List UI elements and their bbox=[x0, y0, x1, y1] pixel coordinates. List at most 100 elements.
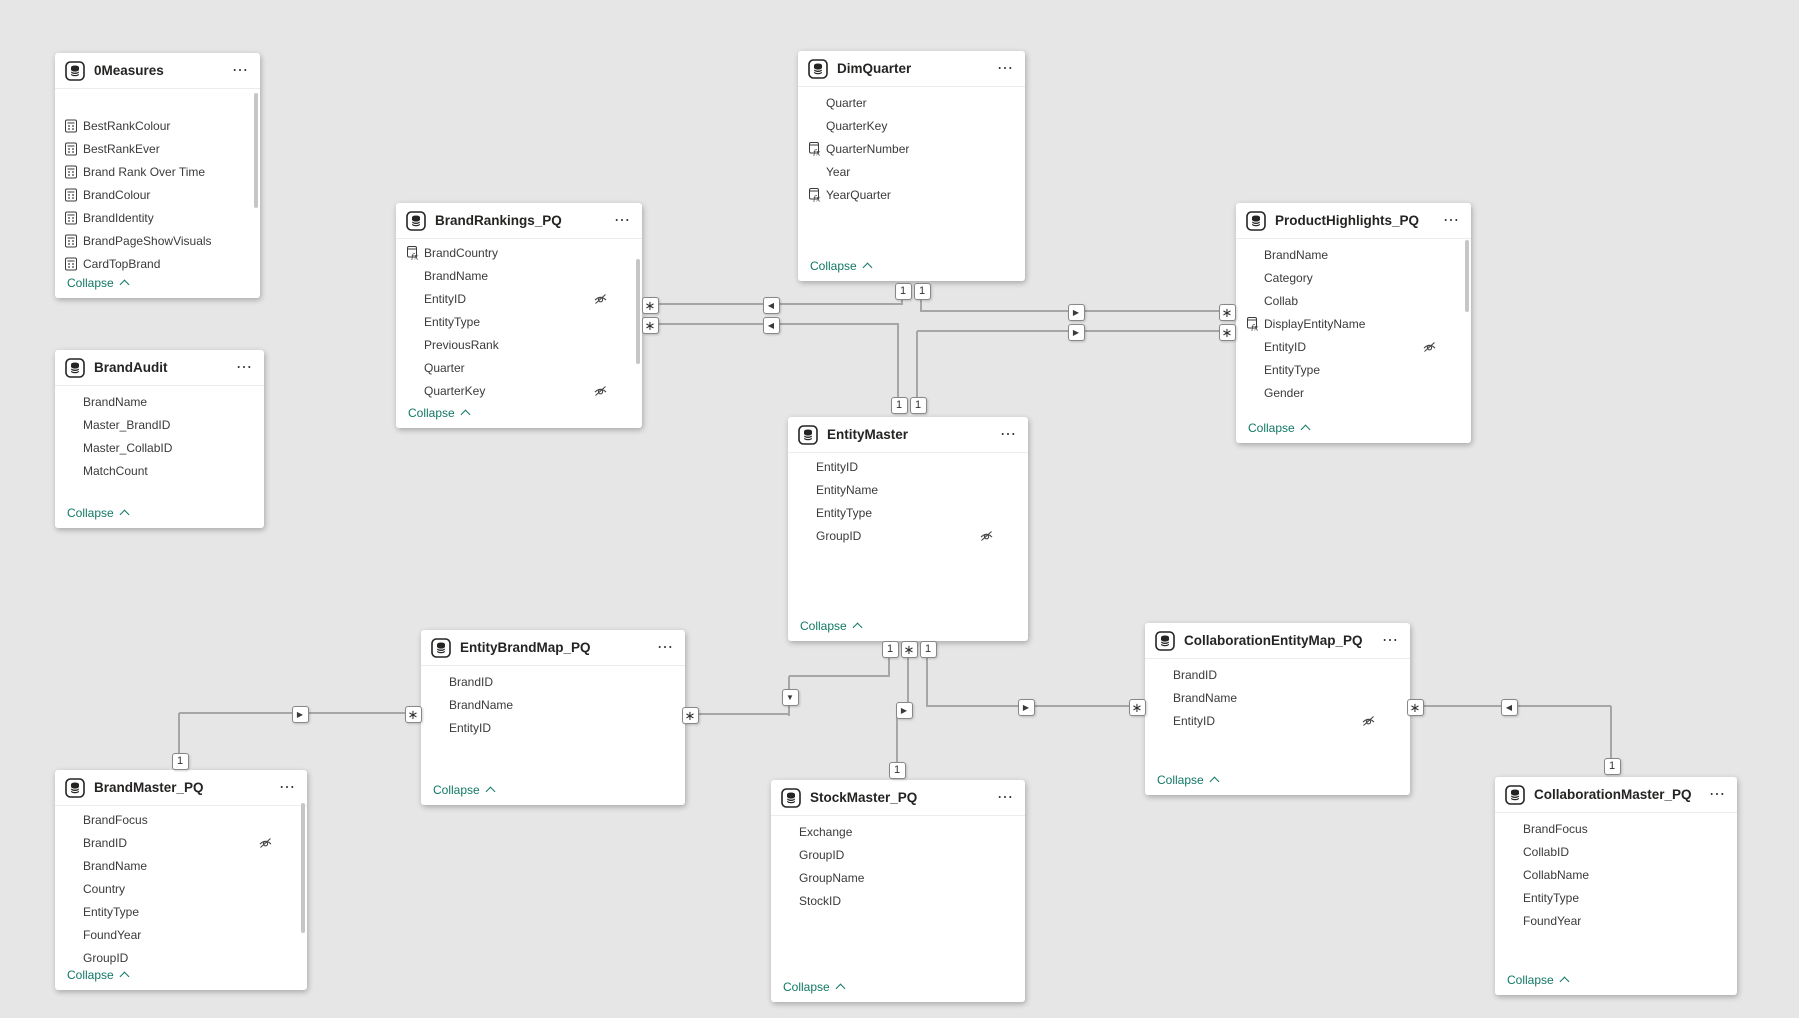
collapse-link[interactable]: Collapse bbox=[67, 276, 130, 290]
more-options-button[interactable]: ⋯ bbox=[279, 778, 295, 796]
relationship-line[interactable] bbox=[920, 298, 922, 312]
field-row[interactable]: BrandName bbox=[1236, 243, 1471, 266]
field-row[interactable]: CardTopBrand bbox=[55, 252, 260, 275]
field-row[interactable]: EntityType bbox=[1236, 358, 1471, 381]
collapse-link[interactable]: Collapse bbox=[810, 259, 873, 273]
field-row[interactable]: BestRankColour bbox=[55, 114, 260, 137]
field-row[interactable]: BestRankEver bbox=[55, 137, 260, 160]
scrollbar[interactable] bbox=[1465, 240, 1469, 312]
more-options-button[interactable]: ⋯ bbox=[1000, 425, 1016, 443]
more-options-button[interactable]: ⋯ bbox=[1443, 211, 1459, 229]
table-card-header[interactable]: BrandRankings_PQ⋯ bbox=[396, 203, 642, 239]
relationship-line[interactable] bbox=[789, 675, 889, 677]
more-options-button[interactable]: ⋯ bbox=[236, 358, 252, 376]
field-row[interactable]: Gender bbox=[1236, 381, 1471, 404]
field-row[interactable]: Category bbox=[1236, 266, 1471, 289]
more-options-button[interactable]: ⋯ bbox=[614, 211, 630, 229]
table-card-header[interactable]: DimQuarter⋯ bbox=[798, 51, 1025, 87]
collapse-link[interactable]: Collapse bbox=[433, 783, 496, 797]
field-row[interactable]: BrandID bbox=[1145, 663, 1410, 686]
field-row[interactable]: GroupID bbox=[55, 946, 307, 969]
field-row[interactable]: BrandID bbox=[421, 670, 685, 693]
relationship-line[interactable] bbox=[697, 713, 789, 715]
collapse-link[interactable]: Collapse bbox=[800, 619, 863, 633]
field-row[interactable]: GroupName bbox=[771, 866, 1025, 889]
table-card-header[interactable]: EntityBrandMap_PQ⋯ bbox=[421, 630, 685, 666]
relationship-line[interactable] bbox=[926, 656, 928, 707]
table-card-header[interactable]: BrandAudit⋯ bbox=[55, 350, 264, 386]
field-row[interactable]: Brand Rank Over Time bbox=[55, 160, 260, 183]
field-row[interactable]: Country bbox=[55, 877, 307, 900]
table-card-header[interactable]: CollaborationMaster_PQ⋯ bbox=[1495, 777, 1737, 813]
scrollbar[interactable] bbox=[254, 93, 258, 208]
field-row[interactable]: Master_CollabID bbox=[55, 436, 264, 459]
field-row[interactable]: BrandName bbox=[55, 390, 264, 413]
relationship-line[interactable] bbox=[901, 298, 903, 305]
field-row[interactable]: EntityType bbox=[788, 501, 1028, 524]
table-card-header[interactable]: EntityMaster⋯ bbox=[788, 417, 1028, 453]
field-row[interactable]: Quarter bbox=[798, 91, 1025, 114]
field-row[interactable]: EntityID bbox=[1145, 709, 1410, 732]
more-options-button[interactable]: ⋯ bbox=[1709, 785, 1725, 803]
field-row[interactable]: GroupID bbox=[771, 843, 1025, 866]
relationship-line[interactable] bbox=[656, 303, 903, 305]
field-row[interactable]: Master_BrandID bbox=[55, 413, 264, 436]
field-row[interactable]: BrandFocus bbox=[55, 808, 307, 831]
field-row[interactable]: FoundYear bbox=[1495, 909, 1737, 932]
field-row[interactable]: QuarterKey bbox=[396, 379, 642, 402]
more-options-button[interactable]: ⋯ bbox=[657, 638, 673, 656]
field-row[interactable]: BrandName bbox=[55, 854, 307, 877]
field-row[interactable]: Collab bbox=[1236, 289, 1471, 312]
collapse-link[interactable]: Collapse bbox=[408, 406, 471, 420]
scrollbar[interactable] bbox=[636, 259, 640, 364]
collapse-link[interactable]: Collapse bbox=[783, 980, 846, 994]
field-row[interactable]: StockID bbox=[771, 889, 1025, 912]
field-row[interactable]: BrandPageShowVisuals bbox=[55, 229, 260, 252]
field-row[interactable]: BrandIdentity bbox=[55, 206, 260, 229]
field-row[interactable]: GroupID bbox=[788, 524, 1028, 547]
relationship-line[interactable] bbox=[897, 324, 899, 398]
field-row[interactable]: CollabID bbox=[1495, 840, 1737, 863]
field-row[interactable]: BrandFocus bbox=[1495, 817, 1737, 840]
collapse-link[interactable]: Collapse bbox=[1507, 973, 1570, 987]
relationship-line[interactable] bbox=[907, 656, 909, 706]
relationship-line[interactable] bbox=[888, 656, 890, 677]
field-row[interactable]: EntityName bbox=[788, 478, 1028, 501]
field-row[interactable]: EntityID bbox=[396, 287, 642, 310]
field-row[interactable]: Quarter bbox=[396, 356, 642, 379]
scrollbar[interactable] bbox=[301, 803, 305, 933]
field-row[interactable]: EntityType bbox=[1495, 886, 1737, 909]
field-row[interactable]: PreviousRank bbox=[396, 333, 642, 356]
field-row[interactable]: EntityType bbox=[55, 900, 307, 923]
collapse-link[interactable]: Collapse bbox=[67, 968, 130, 982]
field-row[interactable]: BrandID bbox=[55, 831, 307, 854]
collapse-link[interactable]: Collapse bbox=[67, 506, 130, 520]
field-row[interactable]: BrandName bbox=[421, 693, 685, 716]
field-row[interactable]: EntityType bbox=[396, 310, 642, 333]
table-card-header[interactable]: StockMaster_PQ⋯ bbox=[771, 780, 1025, 816]
relationship-line[interactable] bbox=[1610, 706, 1612, 759]
collapse-link[interactable]: Collapse bbox=[1248, 421, 1311, 435]
field-row[interactable]: FoundYear bbox=[55, 923, 307, 946]
field-row[interactable]: BrandColour bbox=[55, 183, 260, 206]
table-card-header[interactable]: CollaborationEntityMap_PQ⋯ bbox=[1145, 623, 1410, 659]
more-options-button[interactable]: ⋯ bbox=[1382, 631, 1398, 649]
field-row[interactable]: BrandName bbox=[396, 264, 642, 287]
collapse-link[interactable]: Collapse bbox=[1157, 773, 1220, 787]
relationship-line[interactable] bbox=[178, 713, 180, 754]
field-row[interactable]: EntityID bbox=[1236, 335, 1471, 358]
more-options-button[interactable]: ⋯ bbox=[232, 61, 248, 79]
